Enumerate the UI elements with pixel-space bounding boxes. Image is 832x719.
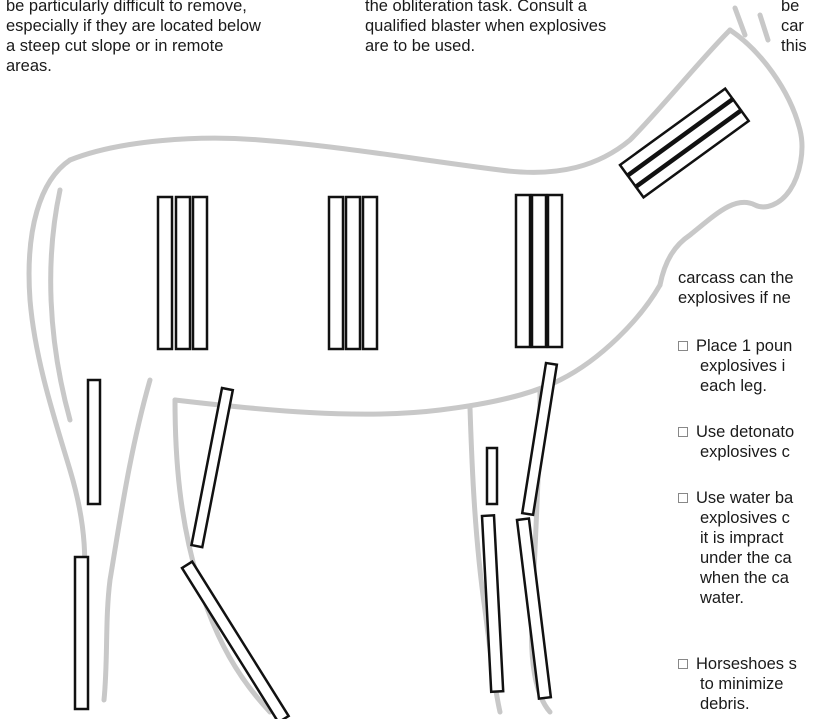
text-line: car <box>781 16 807 36</box>
bullet-text: to minimize <box>678 674 797 694</box>
text-line: qualified blaster when explosives <box>365 16 606 36</box>
charge-stick <box>548 195 562 347</box>
leg-charge <box>487 448 497 504</box>
charge-stick <box>158 197 172 349</box>
bullet-text: when the ca <box>678 568 793 588</box>
right-intro-text: carcass can the explosives if ne <box>678 268 794 308</box>
bullet-text: explosives c <box>678 442 794 462</box>
leg-charge <box>182 562 289 719</box>
bullet-text: debris. <box>678 694 797 714</box>
bullet-text: explosives c <box>678 508 793 528</box>
bullet-text: explosives i <box>678 356 792 376</box>
charge-stick <box>628 100 740 186</box>
text-line: explosives if ne <box>678 288 794 308</box>
column-2-text: the obliteration task. Consult a qualifi… <box>365 0 606 56</box>
text-line: the obliteration task. Consult a <box>365 0 606 16</box>
column-1-text: be particularly difficult to remove, esp… <box>6 0 261 76</box>
text-line: are to be used. <box>365 36 606 56</box>
bullet-item: Place 1 poun explosives i each leg. <box>678 336 792 396</box>
column-3-text: be car this <box>781 0 807 56</box>
text-line: especially if they are located below <box>6 16 261 36</box>
text-line: be particularly difficult to remove, <box>6 0 261 16</box>
leg-charge-group <box>191 388 232 547</box>
charge-stick <box>329 197 343 349</box>
bullet-item: Use water ba explosives c it is impract … <box>678 488 793 608</box>
bullet-item: Use detonato explosives c <box>678 422 794 462</box>
leg-charge <box>191 388 232 547</box>
bullet-text: Use detonato <box>696 423 794 441</box>
text-line: carcass can the <box>678 268 794 288</box>
leg-charge <box>75 557 88 709</box>
bullet-text: Horseshoes s <box>696 655 797 673</box>
leg-charge-group <box>182 562 289 719</box>
charge-stick <box>193 197 207 349</box>
charge-stick <box>363 197 377 349</box>
bullet-text: under the ca <box>678 548 793 568</box>
text-line: areas. <box>6 56 261 76</box>
bullet-text: Use water ba <box>696 489 793 507</box>
text-line: be <box>781 0 807 16</box>
bullet-text: it is impract <box>678 528 793 548</box>
text-line: a steep cut slope or in remote <box>6 36 261 56</box>
leg-charge <box>88 380 100 504</box>
charge-stick <box>176 197 190 349</box>
charge-stick <box>516 195 530 347</box>
bullet-text: each leg. <box>678 376 792 396</box>
text-line: this <box>781 36 807 56</box>
checkbox-bullet-icon <box>678 341 688 351</box>
bullet-text: water. <box>678 588 793 608</box>
checkbox-bullet-icon <box>678 427 688 437</box>
bullet-text: Place 1 poun <box>696 337 792 355</box>
charge-stick <box>532 195 546 347</box>
checkbox-bullet-icon <box>678 659 688 669</box>
head-charges <box>620 89 749 198</box>
charge-stick <box>346 197 360 349</box>
bullet-item: Horseshoes s to minimize debris. <box>678 654 797 714</box>
checkbox-bullet-icon <box>678 493 688 503</box>
